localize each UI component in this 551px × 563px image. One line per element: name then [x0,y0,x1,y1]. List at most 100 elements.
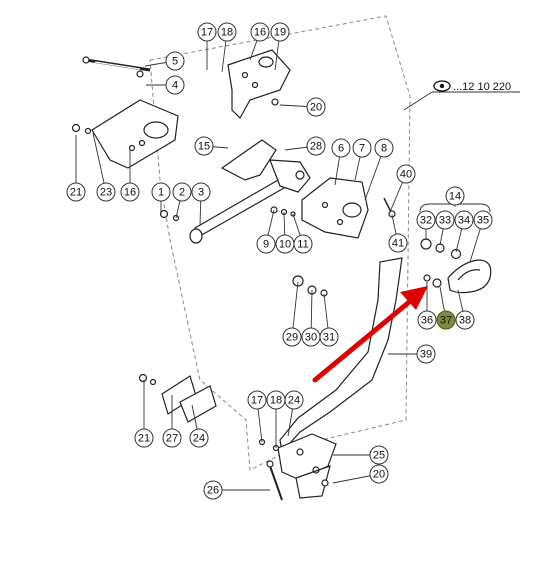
callout-circle [172,182,192,202]
callout-23: 23 [96,182,116,202]
callout-number: 18 [221,27,233,39]
callout-number: 25 [373,450,385,462]
callout-circle [197,22,217,42]
callout-number: 11 [297,239,308,251]
callout-29: 29 [282,327,302,347]
callout-circle [247,390,267,410]
callout-41: 41 [388,233,408,253]
callout-number: 9 [263,239,269,251]
callout-15: 15 [194,136,214,156]
callout-number: 26 [207,485,219,497]
callout-circle [473,210,493,230]
callout-5: 5 [165,51,185,71]
callout-circle [352,138,372,158]
door-seal-39 [279,257,403,454]
callout-number: 20 [310,102,322,114]
callout-circle [282,327,302,347]
callout-number: 35 [477,215,489,227]
gas-strut [82,56,151,78]
hinge-upper [227,49,291,119]
callout-number: 20 [373,469,385,481]
callout-number: 33 [439,215,451,227]
callout-number: 21 [138,433,150,445]
callout-24: 24 [189,428,209,448]
callout-34: 34 [454,210,474,230]
callout-number: 17 [201,27,213,39]
callout-number: 3 [198,187,204,199]
callout-31: 31 [319,327,339,347]
callout-21: 21 [134,428,154,448]
callout-circle [134,428,154,448]
callout-number: 40 [400,169,412,181]
callout-17: 17 [247,390,267,410]
callout-circle [417,310,437,330]
callout-circle [396,164,416,184]
reference-tag: ...12 10 220 [403,80,520,111]
callout-circle [416,344,436,364]
callout-number: 7 [359,143,365,155]
callout-circle [66,182,86,202]
callout-30: 30 [301,327,321,347]
callout-number: 10 [279,239,291,251]
callout-circle [256,234,276,254]
callout-circle [250,22,270,42]
callout-number: 24 [193,433,205,445]
callout-number: 8 [381,143,387,155]
callout-number: 28 [310,141,322,153]
callout-circle [293,234,313,254]
callout-16: 16 [120,182,140,202]
callout-number: 6 [338,143,344,155]
red-arrow [312,286,428,383]
callout-circle [374,138,394,158]
callout-number: 17 [251,395,263,407]
callout-circle [455,310,475,330]
callout-number: 15 [198,141,210,153]
callout-circle [388,233,408,253]
callout-16: 16 [250,22,270,42]
callout-number: 14 [449,191,461,203]
callout-39: 39 [416,344,436,364]
callout-3: 3 [191,182,211,202]
callout-18: 18 [266,390,286,410]
callout-number: 38 [459,315,471,327]
door-outline [149,15,411,471]
callout-20: 20 [306,97,326,117]
door-handle [447,259,492,294]
callout-17: 17 [197,22,217,42]
callout-circle [306,97,326,117]
callout-circle [165,51,185,71]
callout-33: 33 [435,210,455,230]
callout-circle [270,22,290,42]
reference-number: ...12 10 220 [453,81,511,93]
callout-number: 5 [172,56,178,68]
bolt-26 [266,460,283,501]
callout-circle [165,75,185,95]
callout-number: 24 [288,395,300,407]
callout-circle [191,182,211,202]
leader-line [92,132,107,193]
bracket-24 [179,385,217,423]
callout-40: 40 [396,164,416,184]
callout-circle [369,464,389,484]
latch-plate [301,177,369,239]
callout-11: 11 [293,234,313,254]
callout-number: 21 [70,187,82,199]
callout-circle [454,210,474,230]
callout-circle [416,210,436,230]
callout-36: 36 [417,310,437,330]
callout-10: 10 [275,234,295,254]
callout-number: 36 [421,315,433,327]
callout-number: 23 [100,187,112,199]
callout-circle [436,310,456,330]
callout-circle [120,182,140,202]
callout-circle [203,480,223,500]
callout-19: 19 [270,22,290,42]
bracket-23 [91,99,179,169]
callout-number: 18 [270,395,282,407]
nut-21 [71,123,81,133]
callout-number: 27 [166,433,178,445]
callout-2: 2 [172,182,192,202]
